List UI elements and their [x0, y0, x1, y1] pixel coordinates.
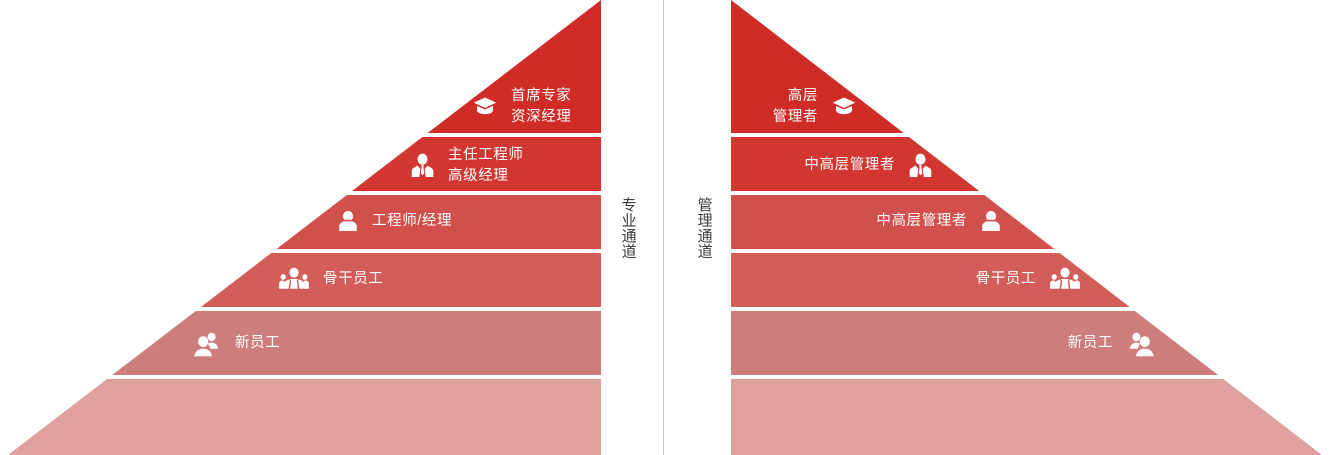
right-pyramid-bands: [731, 0, 1322, 455]
left-band-5: [8, 0, 601, 133]
right-band-base: [731, 379, 1322, 455]
right-band-5: [731, 0, 1322, 133]
left-band-2: [8, 253, 601, 307]
channel-labels: 专业通道 管理通道: [601, 0, 731, 455]
left-band-1: [8, 311, 601, 375]
right-band-4: [731, 137, 1322, 191]
right-band-3: [731, 195, 1322, 249]
professional-channel-label: 专业通道: [619, 196, 637, 259]
left-band-4: [8, 137, 601, 191]
right-band-2: [731, 253, 1322, 307]
center-divider: [663, 0, 664, 455]
management-channel-label: 管理通道: [695, 196, 713, 259]
left-band-base: [8, 379, 601, 455]
management-channel-column: 管理通道: [666, 197, 730, 259]
right-band-1: [731, 311, 1322, 375]
left-pyramid-bands: [8, 0, 601, 455]
professional-channel-column: 专业通道: [602, 197, 666, 259]
left-band-3: [8, 195, 601, 249]
